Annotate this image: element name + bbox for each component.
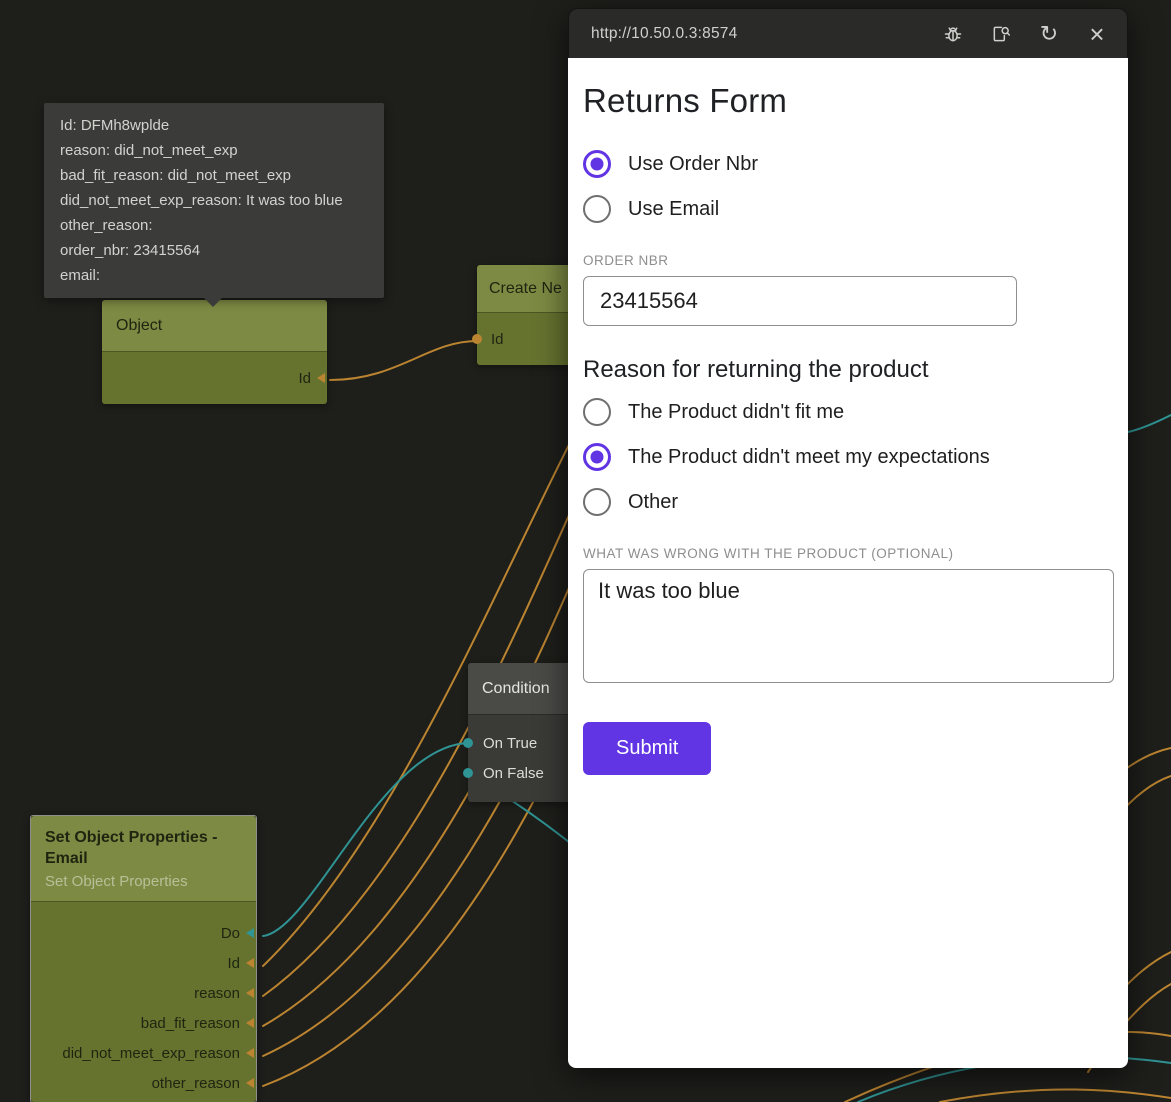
port-arrow-icon — [246, 1018, 254, 1028]
port-arrow-icon — [246, 1048, 254, 1058]
tooltip-line: order_nbr: 23415564 — [60, 242, 201, 259]
tooltip-line: bad_fit_reason: did_not_meet_exp — [60, 167, 292, 184]
radio-icon[interactable] — [583, 443, 611, 471]
port-object-id[interactable]: Id — [102, 352, 327, 404]
port-did-not-meet-exp-reason[interactable]: did_not_meet_exp_reason — [31, 1038, 256, 1068]
radio-icon[interactable] — [583, 488, 611, 516]
radio-icon[interactable] — [583, 195, 611, 223]
port-reason[interactable]: reason — [31, 978, 256, 1008]
tooltip-line: other_reason: — [60, 217, 153, 234]
open-preview-icon[interactable] — [989, 22, 1013, 46]
radio-didnt-fit[interactable]: The Product didn't fit me — [583, 394, 1114, 430]
port-label: Id — [298, 369, 311, 387]
port-label: did_not_meet_exp_reason — [62, 1044, 240, 1062]
tooltip-pointer — [204, 298, 222, 307]
node-object-title: Object — [102, 300, 327, 351]
port-label: On True — [483, 734, 538, 752]
radio-other[interactable]: Other — [583, 484, 1114, 520]
close-icon[interactable]: × — [1089, 18, 1105, 49]
radio-didnt-meet-expectations[interactable]: The Product didn't meet my expectations — [583, 439, 1114, 475]
radio-icon[interactable] — [583, 150, 611, 178]
port-other-reason[interactable]: other_reason — [31, 1068, 256, 1098]
port-arrow-icon — [246, 1078, 254, 1088]
port-label: reason — [194, 984, 240, 1002]
titlebar-actions: ↻ × — [941, 18, 1109, 49]
port-create-id[interactable]: Id — [472, 313, 657, 365]
url-bar[interactable]: http://10.50.0.3:8574 — [591, 24, 738, 42]
reason-section-title: Reason for returning the product — [583, 356, 929, 383]
port-label: Id — [491, 330, 504, 348]
refresh-icon[interactable]: ↻ — [1039, 20, 1059, 46]
radio-label: The Product didn't fit me — [628, 400, 845, 423]
order-nbr-label: ORDER NBR — [583, 253, 669, 268]
port-label: Do — [220, 924, 240, 942]
wrong-with-product-label: WHAT WAS WRONG WITH THE PRODUCT (OPTIONA… — [583, 546, 954, 561]
port-arrow-icon — [246, 958, 254, 968]
page-title: Returns Form — [583, 82, 788, 119]
radio-use-order-nbr[interactable]: Use Order Nbr — [583, 146, 1114, 182]
wrong-with-product-textarea[interactable]: It was too blue — [583, 569, 1114, 683]
port-on-true[interactable]: On True — [463, 728, 620, 758]
tooltip-line: Id: DFMh8wplde — [60, 117, 170, 134]
port-on-false[interactable]: On False — [463, 758, 620, 788]
radio-label: Other — [628, 490, 679, 513]
port-dot-icon — [463, 738, 473, 748]
radio-label: Use Order Nbr — [628, 152, 759, 175]
radio-label: Use Email — [628, 197, 720, 220]
port-label: bad_fit_reason — [140, 1014, 240, 1032]
port-arrow-icon — [246, 988, 254, 998]
radio-icon[interactable] — [583, 398, 611, 426]
node-setprops-body: Do Id reason bad_fit_reason did_not_meet… — [31, 901, 256, 1102]
port-label: Id — [227, 954, 240, 972]
preview-window: http://10.50.0.3:8574 — [568, 8, 1128, 1068]
port-arrow-icon — [317, 373, 325, 383]
port-dot-icon — [463, 768, 473, 778]
preview-titlebar: http://10.50.0.3:8574 — [568, 8, 1128, 58]
radio-label: The Product didn't meet my expectations — [628, 445, 990, 468]
node-setprops-title: Set Object Properties - Email — [45, 829, 218, 867]
radio-use-email[interactable]: Use Email — [583, 191, 1114, 227]
order-nbr-input[interactable] — [583, 276, 1017, 326]
port-label: other_reason — [151, 1074, 240, 1092]
form-page: Returns Form Use Order Nbr Use Email ORD… — [568, 58, 1128, 1068]
node-setprops-subtitle: Set Object Properties — [45, 873, 188, 890]
port-label: On False — [483, 764, 544, 782]
port-do[interactable]: Do — [31, 918, 256, 948]
submit-button[interactable]: Submit — [583, 722, 712, 775]
port-bad-fit-reason[interactable]: bad_fit_reason — [31, 1008, 256, 1038]
tooltip-line: email: — [60, 267, 101, 284]
node-object[interactable]: Object Id — [102, 300, 327, 404]
port-id[interactable]: Id — [31, 948, 256, 978]
node-setprops-header: Set Object Properties - Email Set Object… — [31, 816, 256, 901]
port-dot-icon — [472, 334, 482, 344]
node-object-body: Id — [102, 351, 327, 404]
tooltip-line: did_not_meet_exp_reason: It was too blue — [60, 192, 343, 209]
node-properties-tooltip: Id: DFMh8wplde reason: did_not_meet_exp … — [44, 103, 384, 307]
tooltip-line: reason: did_not_meet_exp — [60, 142, 238, 159]
port-arrow-icon — [246, 928, 254, 938]
node-set-object-properties[interactable]: Set Object Properties - Email Set Object… — [30, 815, 257, 1102]
debug-icon[interactable] — [941, 22, 965, 46]
